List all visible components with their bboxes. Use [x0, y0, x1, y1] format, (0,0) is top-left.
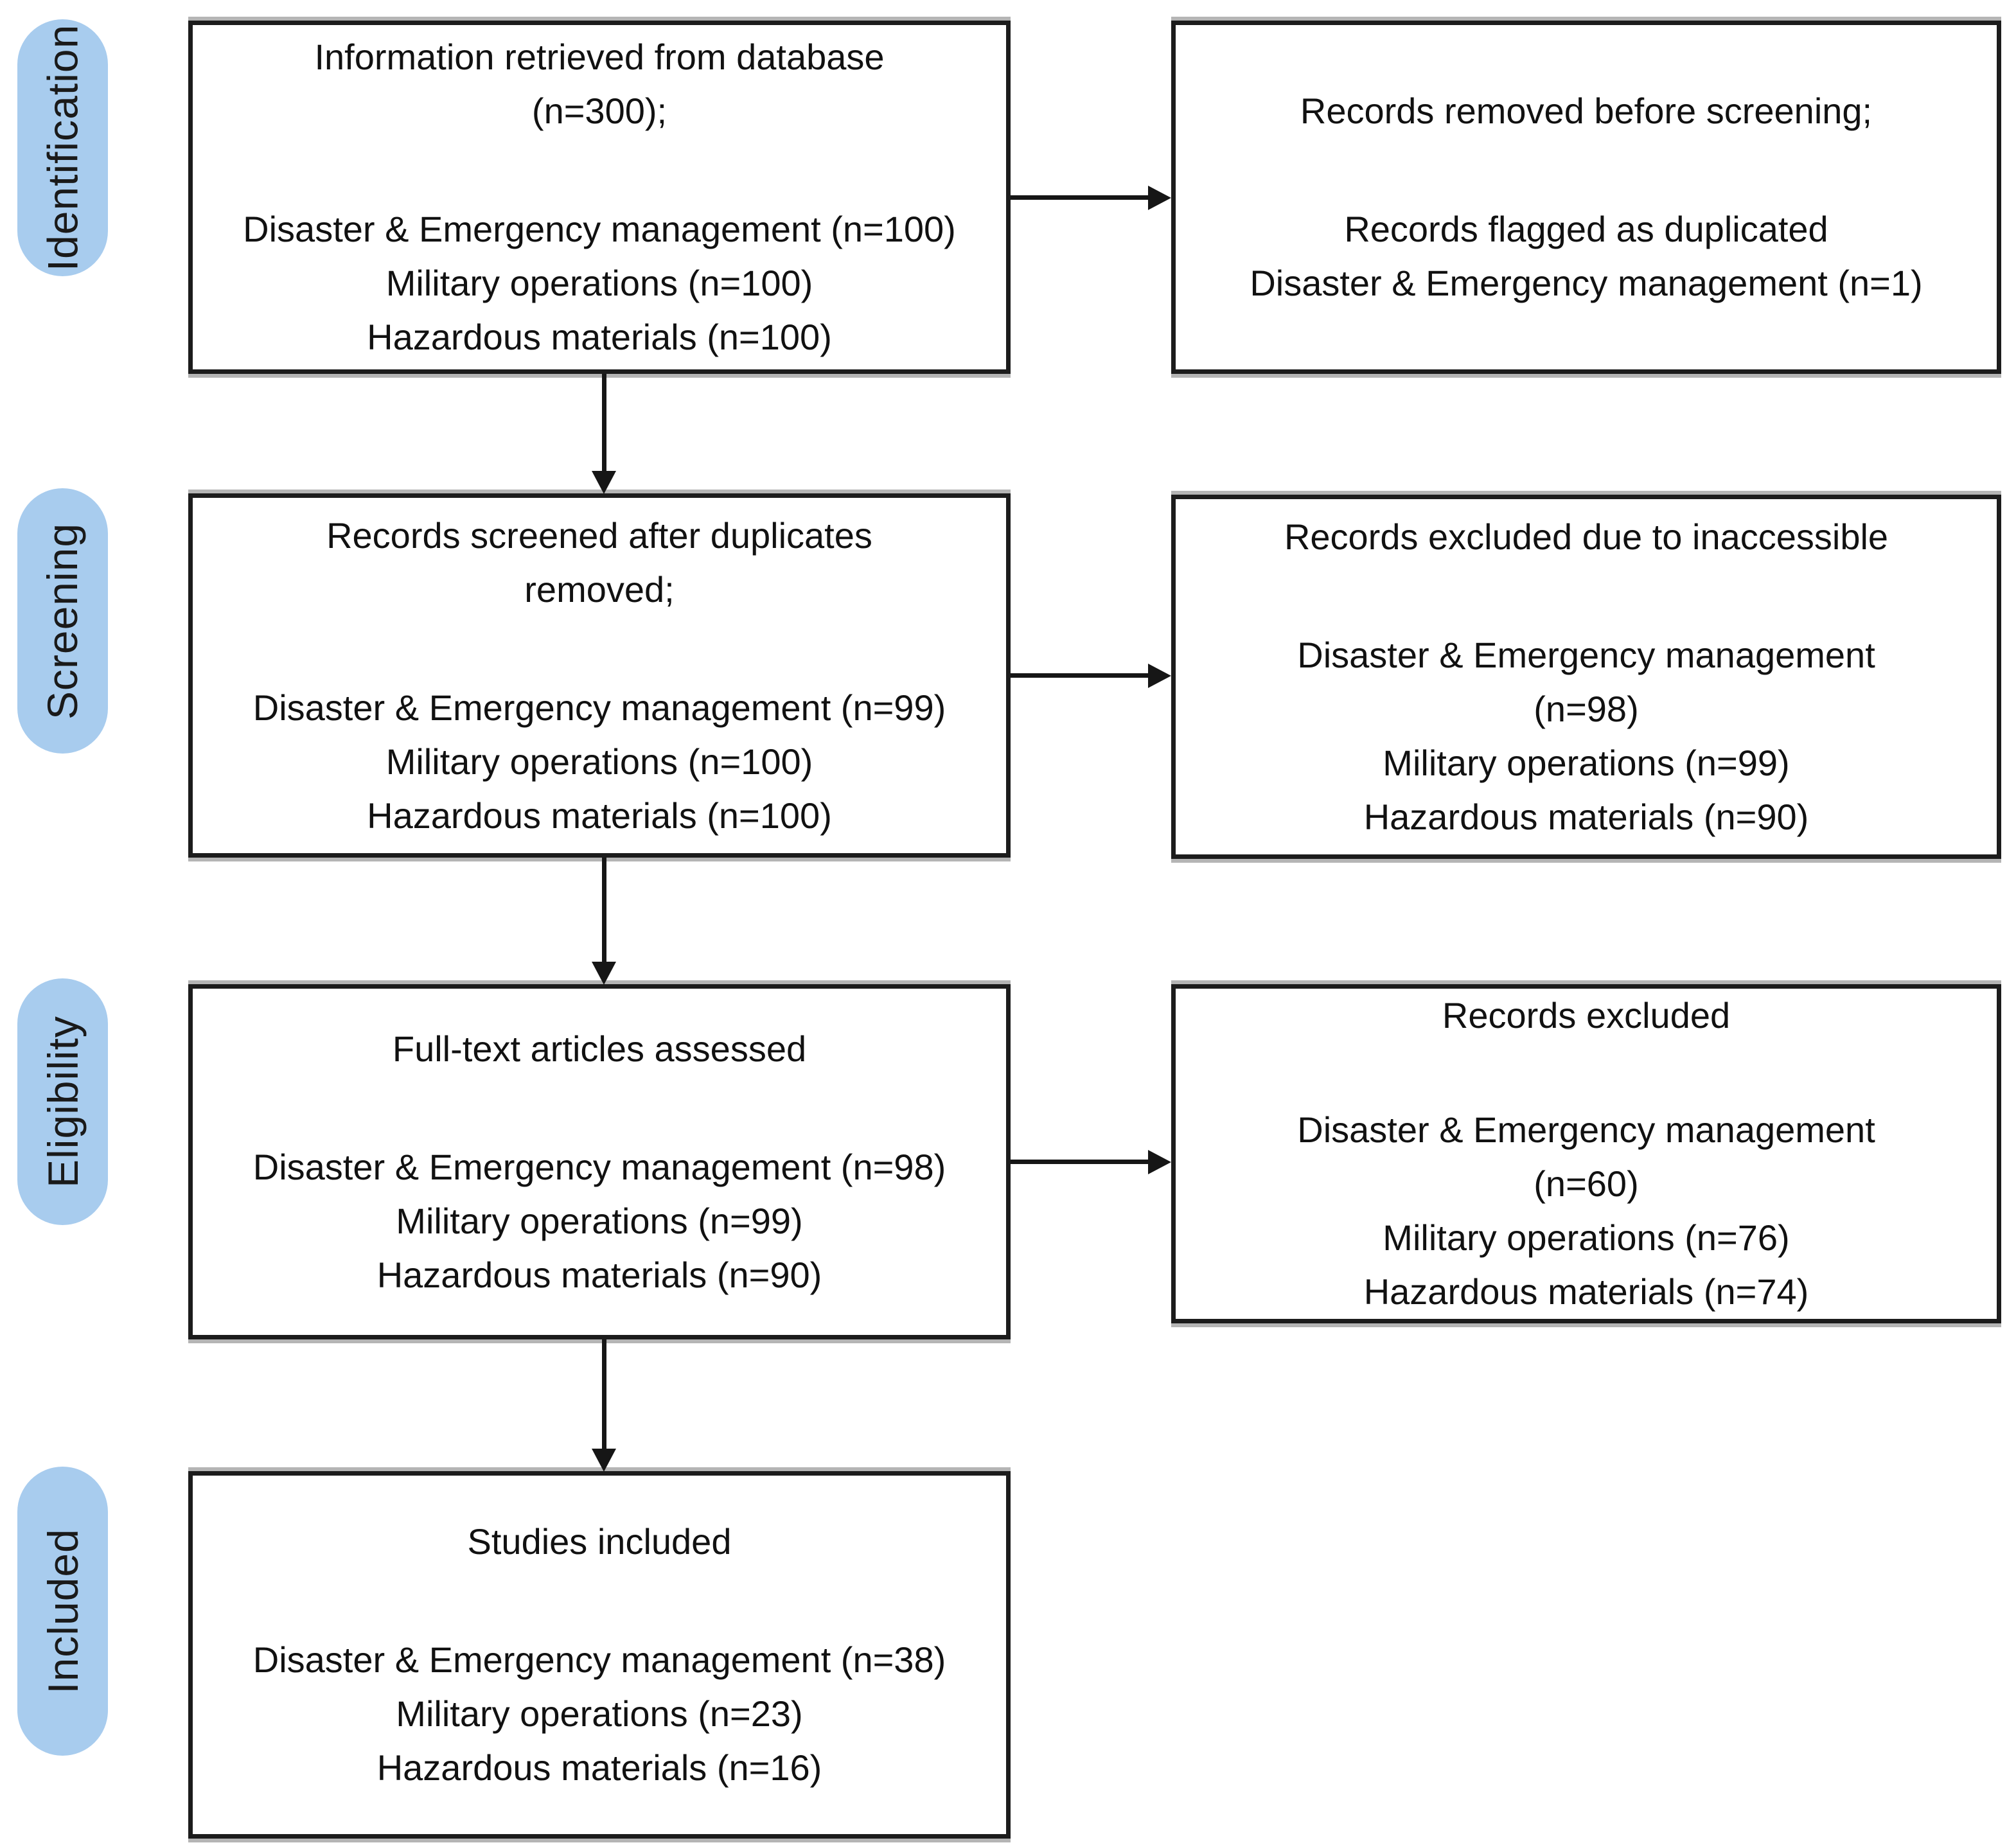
box-item-line: Military operations (n=100) [385, 263, 813, 303]
box-item-line: Hazardous materials (n=100) [367, 317, 832, 357]
box-item-line: Disaster & Emergency management (n=1) [1250, 263, 1923, 303]
stage-label-included: Included [39, 1528, 87, 1694]
stage-label-identification: Identification [39, 24, 87, 272]
box-item-line: Disaster & Emergency management (n=99) [252, 687, 946, 728]
stage-label-eligibility: Eligibility [39, 1016, 87, 1188]
arrow-screened-to-excluded-inaccessible [1011, 673, 1149, 678]
box-item-line: (n=98) [1534, 688, 1639, 729]
box-item-line: Disaster & Emergency management [1297, 634, 1875, 675]
box-records-excluded: Records excluded Disaster & Emergency ma… [1171, 984, 2001, 1323]
box-records-excluded-inaccessible: Records excluded due to inaccessible Dis… [1171, 495, 2001, 859]
box-item-line: Military operations (n=23) [396, 1693, 803, 1734]
box-item-line: Military operations (n=99) [1383, 742, 1790, 783]
box-item-line: Hazardous materials (n=90) [1363, 796, 1809, 837]
arrowhead-down-icon [592, 962, 616, 985]
box-item-line: Military operations (n=76) [1383, 1217, 1790, 1258]
box-item-line: Military operations (n=99) [396, 1200, 803, 1241]
box-records-retrieved: Information retrieved from database (n=3… [188, 21, 1011, 374]
box-title-line: (n=300); [531, 91, 668, 131]
box-title-line: Records screened after duplicates [326, 515, 872, 556]
arrowhead-right-icon [1148, 664, 1171, 688]
box-item-line: Disaster & Emergency management (n=98) [252, 1146, 946, 1187]
box-item-line: Military operations (n=100) [385, 741, 813, 782]
box-studies-included: Studies included Disaster & Emergency ma… [188, 1471, 1011, 1839]
box-item-line: Hazardous materials (n=16) [376, 1747, 822, 1788]
stage-pill-eligibility: Eligibility [17, 978, 108, 1225]
box-title-line: Records excluded due to inaccessible [1284, 516, 1889, 557]
arrowhead-down-icon [592, 1449, 616, 1472]
stage-pill-included: Included [17, 1467, 108, 1756]
box-title-line: Records excluded [1442, 995, 1731, 1036]
stage-label-screening: Screening [39, 522, 87, 719]
box-item-line: Disaster & Emergency management (n=100) [243, 209, 956, 249]
stage-pill-screening: Screening [17, 488, 108, 754]
box-item-line: Disaster & Emergency management [1297, 1109, 1875, 1150]
box-records-screened: Records screened after duplicates remove… [188, 493, 1011, 858]
box-title-line: Information retrieved from database [314, 37, 885, 77]
box-title-line: Records removed before screening; [1300, 91, 1873, 131]
box-item-line: Hazardous materials (n=74) [1363, 1271, 1809, 1312]
stage-pill-identification: Identification [17, 19, 108, 276]
arrowhead-down-icon [592, 471, 616, 494]
box-fulltext-assessed: Full-text articles assessed Disaster & E… [188, 984, 1011, 1339]
box-item-line: Hazardous materials (n=100) [367, 795, 832, 836]
box-records-removed-before-screening: Records removed before screening; Record… [1171, 21, 2001, 374]
box-item-line: Records flagged as duplicated [1344, 209, 1828, 249]
arrow-retrieved-to-removed [1011, 195, 1149, 200]
box-item-line: Hazardous materials (n=90) [376, 1254, 822, 1295]
box-title-line: removed; [524, 569, 675, 610]
arrow-fulltext-to-excluded [1011, 1160, 1149, 1164]
arrowhead-right-icon [1148, 1150, 1171, 1174]
arrowhead-right-icon [1148, 186, 1171, 210]
box-title-line: Full-text articles assessed [392, 1028, 807, 1069]
arrow-screened-to-fulltext [602, 858, 606, 962]
box-title-line: Studies included [467, 1521, 732, 1562]
box-item-line: Disaster & Emergency management (n=38) [252, 1639, 946, 1680]
box-item-line: (n=60) [1534, 1163, 1639, 1204]
arrow-retrieved-to-screened [602, 374, 606, 472]
arrow-fulltext-to-included [602, 1339, 606, 1449]
